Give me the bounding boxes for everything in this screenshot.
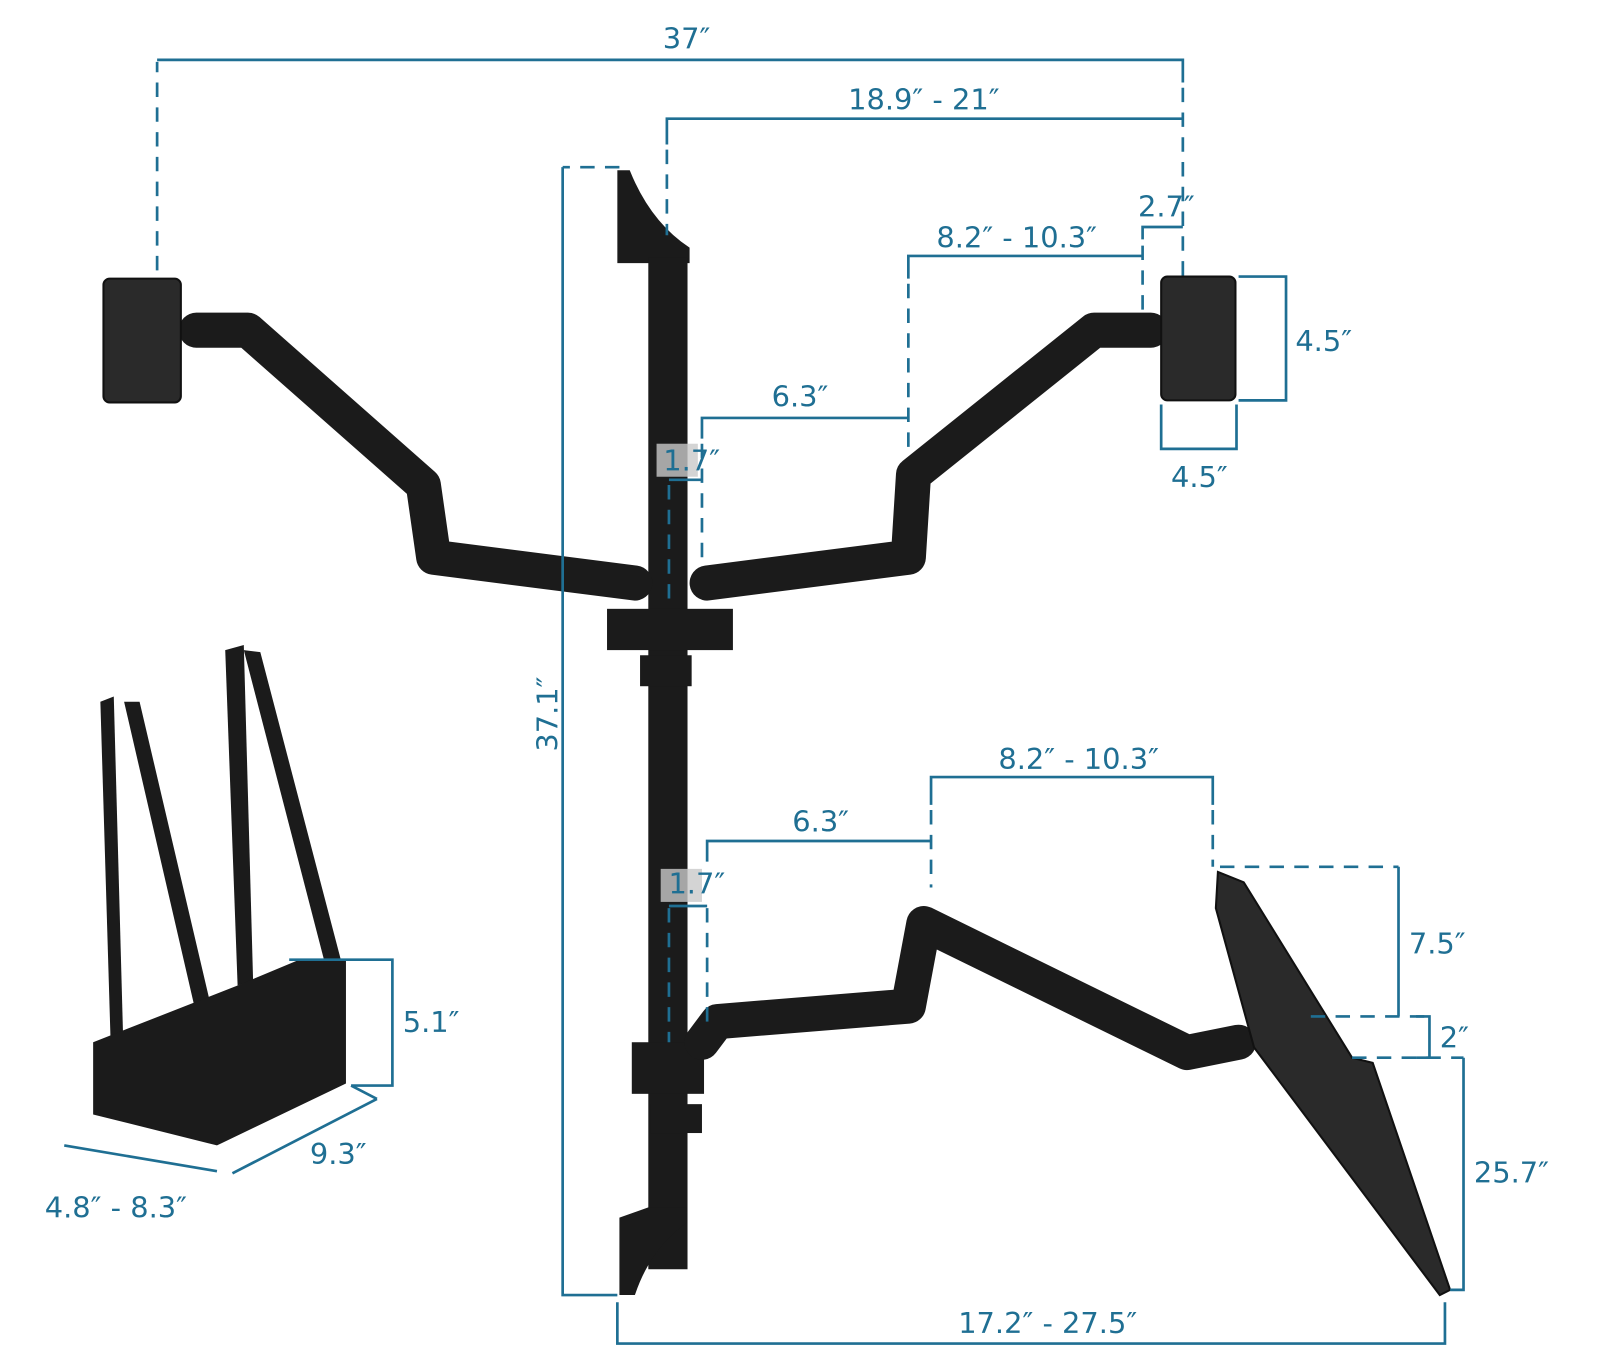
pole	[648, 257, 688, 1270]
label-lower-arm-segment: 8.2″ - 10.3″	[998, 742, 1159, 776]
label-pole-to-top-vesa: 18.9″ - 21″	[848, 82, 1000, 116]
label-cpu-holder-depth: 9.3″	[310, 1137, 367, 1171]
dimension-labels: 37″ 18.9″ - 21″ 2.7″ 8.2″ - 10.3″ 4.5″ 4…	[45, 22, 1549, 1341]
lower-arm	[684, 906, 1257, 1071]
dimension-lines	[64, 58, 1465, 1345]
label-cpu-holder-width: 4.8″ - 8.3″	[45, 1191, 187, 1225]
pole-collar-lower	[650, 1104, 702, 1134]
label-vesa-height: 4.5″	[1295, 324, 1352, 358]
right-arm	[689, 312, 1169, 601]
label-upper-arm-segment: 8.2″ - 10.3″	[936, 221, 1097, 255]
top-wall-bracket	[617, 170, 690, 264]
label-vesa-offset: 2.7″	[1138, 190, 1195, 224]
label-lower-inner-segment: 6.3″	[792, 805, 849, 839]
pole-collar	[640, 655, 692, 687]
label-tray-gap: 2″	[1440, 1020, 1469, 1054]
label-pole-height: 37.1″	[530, 676, 564, 751]
label-tray-upper-height: 7.5″	[1409, 926, 1466, 960]
label-lower-reach: 17.2″ - 27.5″	[958, 1306, 1137, 1340]
upper-clamp	[607, 608, 733, 651]
label-lower-clamp-offset: 1.7″	[668, 867, 725, 901]
bottom-wall-bracket	[619, 1207, 687, 1296]
left-arm	[178, 312, 653, 601]
label-upper-inner-segment: 6.3″	[772, 380, 829, 414]
right-vesa-plate	[1160, 275, 1237, 402]
left-vesa-plate	[102, 277, 182, 404]
cpu-holder	[93, 644, 346, 1146]
label-upper-clamp-offset: 1.7″	[663, 444, 720, 478]
label-overall-width: 37″	[663, 22, 711, 56]
label-keyboard-tray-height: 25.7″	[1474, 1156, 1549, 1190]
label-vesa-width: 4.5″	[1171, 460, 1228, 494]
wall-mount-product	[93, 170, 1452, 1297]
label-cpu-holder-height: 5.1″	[403, 1005, 460, 1039]
